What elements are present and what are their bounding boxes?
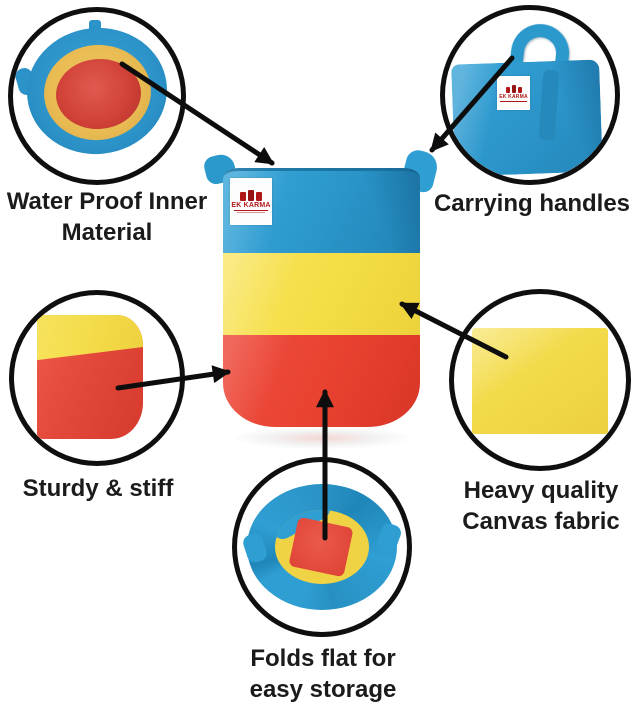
- folded-red-lining: [288, 516, 354, 578]
- brand-bags-icon: [505, 84, 522, 93]
- callout-circle-sturdy-fabric: [9, 290, 185, 466]
- label-waterproof-inner: Water Proof Inner Material: [6, 188, 208, 247]
- bag-yellow-band: [223, 253, 420, 335]
- yellow-canvas-swatch: [472, 328, 608, 434]
- callout-circle-folds-flat: [232, 457, 412, 637]
- brand-tagline-line: [236, 212, 266, 213]
- yellow-fabric-closeup: [37, 315, 143, 361]
- brand-logo-patch: EK KARMA: [230, 178, 272, 225]
- label-carrying-handles: Carrying handles: [433, 190, 631, 217]
- label-folds-flat: Folds flat for easy storage: [249, 645, 397, 704]
- laundry-bag-product: EK KARMA: [202, 147, 441, 427]
- label-canvas-fabric: Heavy quality Canvas fabric: [462, 477, 620, 536]
- folded-bag-center: [275, 510, 369, 584]
- bag-floor-reflection: [235, 427, 410, 449]
- callout-circle-carrying-handles: EK KARMA: [440, 5, 620, 185]
- red-fabric-closeup: [37, 315, 143, 439]
- brand-rule: [499, 100, 528, 102]
- brand-rule: [233, 210, 269, 211]
- label-sturdy-stiff: Sturdy & stiff: [22, 475, 174, 502]
- callout-circle-waterproof-inner: [8, 7, 186, 185]
- bag-red-band: [223, 335, 420, 427]
- brand-name: EK KARMA: [499, 93, 528, 100]
- brand-bags-icon: [240, 190, 262, 201]
- brand-name: EK KARMA: [231, 202, 271, 209]
- callout-circle-canvas-fabric: [449, 289, 631, 471]
- brand-logo-patch-small: EK KARMA: [497, 76, 530, 110]
